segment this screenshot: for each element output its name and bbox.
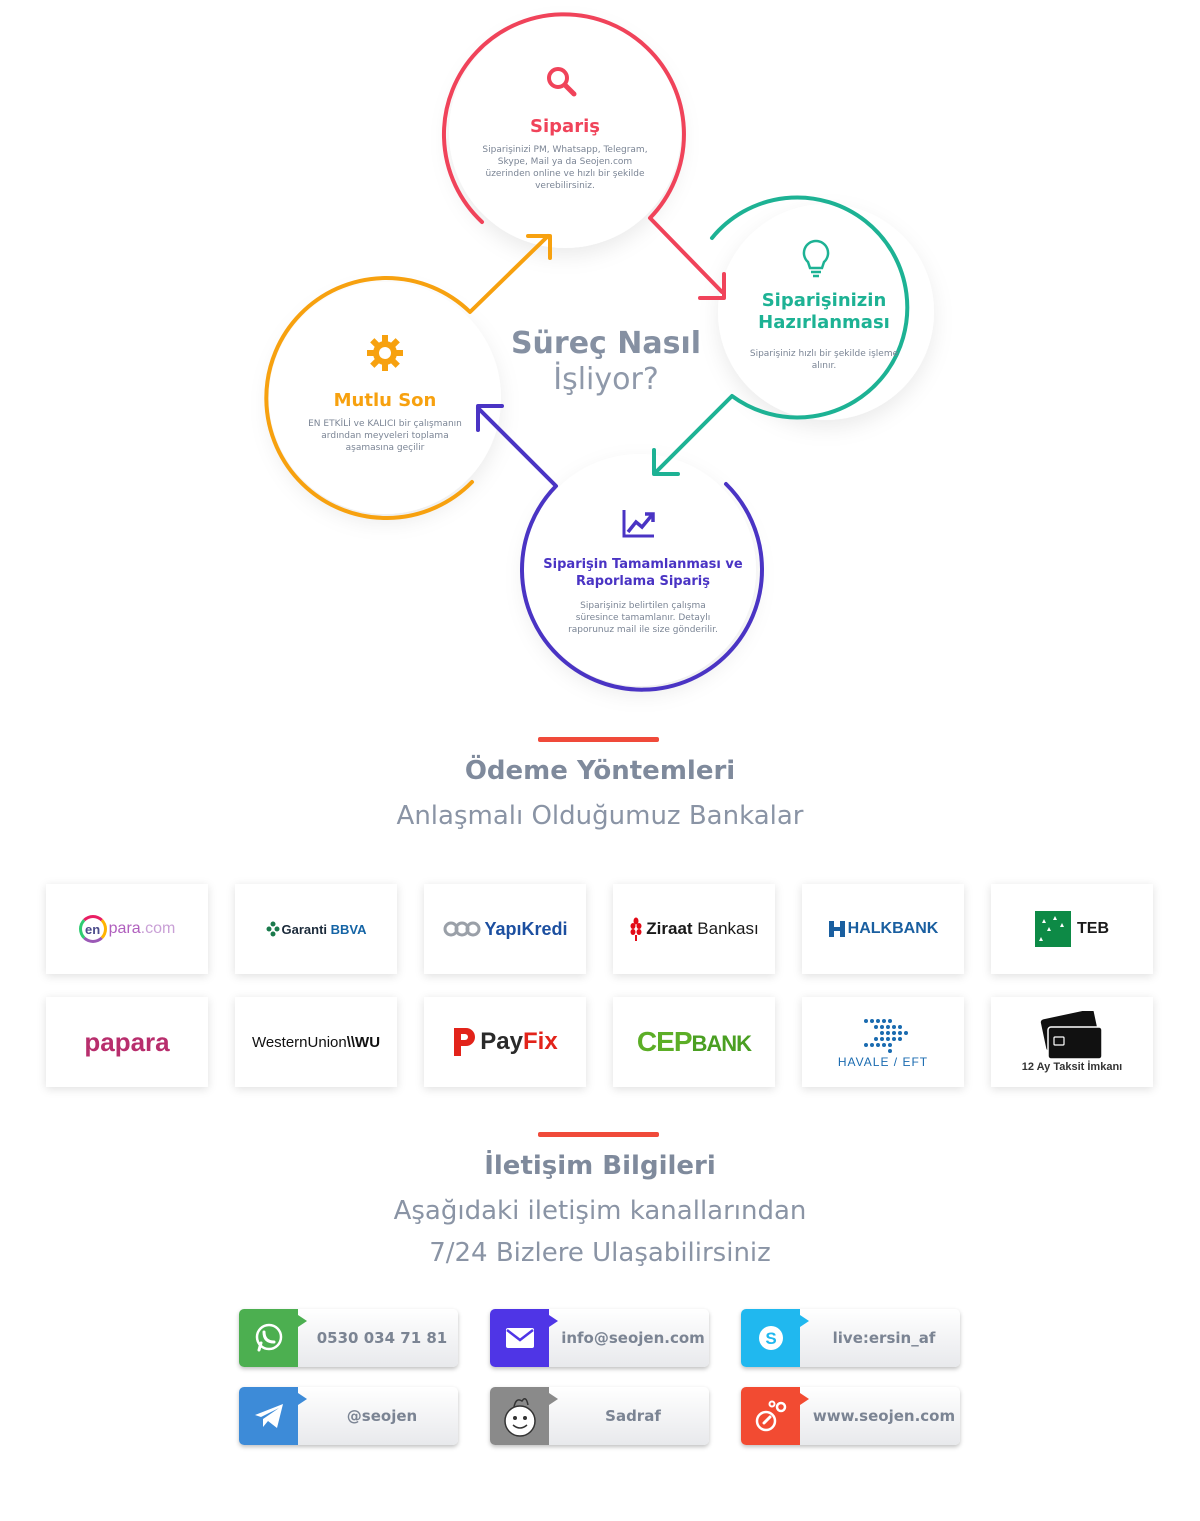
contact-whatsapp-button[interactable]: 0530 034 71 81 [239, 1309, 458, 1367]
step-text: Siparişiniz hızlı bir şekilde işleme alı… [749, 349, 899, 371]
contact-title: İletişim Bilgileri [484, 1151, 716, 1181]
credit-card-icon [1040, 1011, 1103, 1060]
bank-card-ziraat: Ziraat Bankası [613, 884, 775, 974]
bank-card-garanti: Garanti BBVA [235, 884, 397, 974]
step-preparation: Siparişinizin Hazırlanması Siparişiniz h… [742, 290, 906, 372]
svg-text:S: S [765, 1329, 776, 1348]
contact-label: @seojen [346, 1407, 418, 1425]
mail-icon [490, 1309, 558, 1367]
contact-website-button[interactable]: www.seojen.com [741, 1387, 960, 1445]
bank-card-enpara: en para.com [46, 884, 208, 974]
bank-card-westernunion: WesternUnion\\WU [235, 997, 397, 1087]
contact-telegram-button[interactable]: @seojen [239, 1387, 458, 1445]
contact-label: www.seojen.com [812, 1407, 956, 1425]
havale-logo [864, 1019, 908, 1053]
contact-email-button[interactable]: info@seojen.com [490, 1309, 709, 1367]
contact-subtitle-line1: Aşağıdaki iletişim kanallarından [393, 1196, 807, 1226]
cepbank-logo: CEPBANK [636, 1026, 752, 1057]
havale-label: HAVALE / EFT [837, 1055, 929, 1069]
step-title: Mutlu Son [333, 390, 437, 411]
process-title: Süreç Nasıl İşliyor? [486, 325, 726, 397]
contact-label: 0530 034 71 81 [316, 1329, 448, 1347]
process-title-line2: İşliyor? [553, 362, 659, 397]
process-diagram: Sipariş Siparişinizi PM, Whatsapp, Teleg… [0, 0, 1200, 720]
chart-up-icon [622, 510, 655, 538]
sadraf-icon [490, 1387, 558, 1445]
section-divider [538, 737, 659, 742]
search-icon [547, 67, 577, 97]
step-text: Siparişinizi PM, Whatsapp, Telegram, Sky… [482, 145, 648, 191]
telegram-icon [239, 1387, 307, 1445]
installment-label: 12 Ay Taksit İmkanı [1021, 1061, 1123, 1073]
contact-sadraf-button[interactable]: Sadraf [490, 1387, 709, 1445]
bank-card-installment: 12 Ay Taksit İmkanı [991, 997, 1153, 1087]
whatsapp-icon [239, 1309, 307, 1367]
contact-label: Sadraf [605, 1407, 661, 1425]
bank-card-halkbank: HALKBANK [802, 884, 964, 974]
lightbulb-icon [802, 239, 830, 278]
teb-logo: TEB [1035, 911, 1109, 947]
yapikredi-logo: YapıKredi [442, 919, 568, 940]
step-order: Sipariş Siparişinizi PM, Whatsapp, Teleg… [480, 116, 650, 192]
ziraat-logo: Ziraat Bankası [629, 917, 759, 941]
payment-subtitle: Anlaşmalı Olduğumuz Bankalar [396, 801, 804, 831]
bank-card-yapikredi: YapıKredi [424, 884, 586, 974]
step-happy-end: Mutlu Son EN ETKİLİ ve KALICI bir çalışm… [296, 390, 474, 454]
halkbank-logo: HALKBANK [828, 919, 938, 939]
process-title-line1: Süreç Nasıl [510, 326, 702, 361]
step-text: EN ETKİLİ ve KALICI bir çalışmanın ardın… [308, 419, 462, 453]
step-title: Siparişinizin Hazırlanması [758, 290, 890, 333]
bank-card-teb: TEB [991, 884, 1153, 974]
bank-card-cepbank: CEPBANK [613, 997, 775, 1087]
contact-subtitle-line2: 7/24 Bizlere Ulaşabilirsiniz [429, 1238, 771, 1268]
contact-label: info@seojen.com [561, 1329, 705, 1347]
bank-card-papara: papara [46, 997, 208, 1087]
garanti-logo: Garanti BBVA [266, 921, 367, 937]
contact-skype-button[interactable]: S live:ersin_af [741, 1309, 960, 1367]
step-title: Sipariş [530, 116, 600, 137]
skype-icon: S [741, 1309, 809, 1367]
papara-logo: papara [84, 1026, 170, 1057]
step-completion: Siparişin Tamamlanması ve Raporlama Sipa… [540, 556, 746, 636]
bank-card-payfix: PayFix [424, 997, 586, 1087]
section-divider [538, 1132, 659, 1137]
contact-label: live:ersin_af [832, 1329, 936, 1347]
enpara-logo: en para.com [78, 915, 175, 943]
gear-icon [367, 335, 403, 371]
process-cycle-graphic [264, 12, 934, 692]
step-title: Siparişin Tamamlanması ve Raporlama Sipa… [543, 557, 743, 589]
payment-title: Ödeme Yöntemleri [464, 756, 736, 786]
step-text: Siparişiniz belirtilen çalışma süresince… [568, 601, 718, 635]
westernunion-logo: WesternUnion\\WU [251, 1033, 381, 1051]
rocket-icon [741, 1387, 809, 1445]
payfix-logo: PayFix [452, 1026, 558, 1058]
bank-card-havale: HAVALE / EFT [802, 997, 964, 1087]
